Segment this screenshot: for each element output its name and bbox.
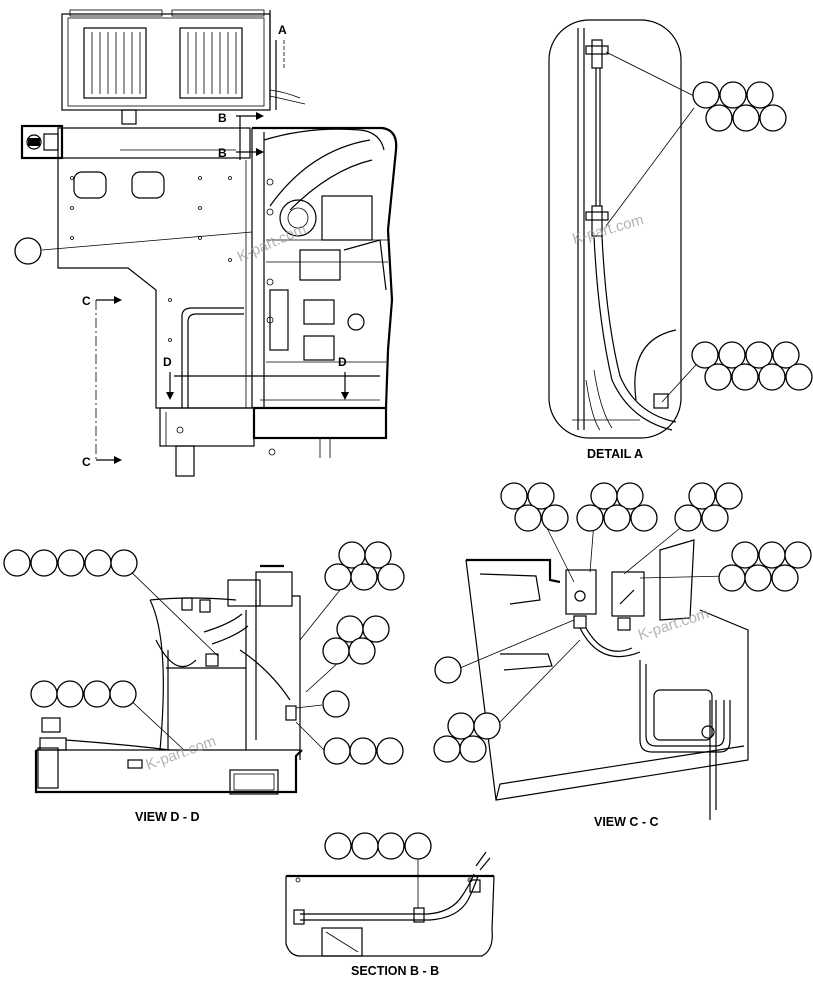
front-frame (20, 124, 253, 409)
section-marker-d: D D (163, 355, 349, 400)
callout-cluster-dd-bottom-right (323, 737, 404, 765)
section-bb-caption: SECTION B - B (351, 964, 439, 978)
callout-cluster-cc-b (576, 482, 658, 532)
callout-cluster-bb (324, 832, 432, 860)
watermark-view-cc: K-part.com (636, 605, 711, 644)
watermark-view-dd: K-part.com (144, 733, 219, 774)
radiator-grille (61, 9, 306, 125)
callout-single-cc (434, 656, 462, 684)
marker-b2-label: B (218, 146, 227, 160)
marker-d1-label: D (163, 355, 172, 369)
callout-main (14, 231, 253, 265)
detail-a-caption: DETAIL A (587, 447, 643, 461)
view-dd: K-part.com VIEW D - D (3, 541, 405, 824)
section-marker-a: A (278, 23, 287, 70)
callout-cluster-detail-a-top (692, 81, 787, 132)
section-bb: SECTION B - B (285, 832, 495, 978)
detail-a-view: K-part.com DETAIL A (548, 19, 813, 461)
callout-cluster-cc-e (433, 712, 501, 763)
section-marker-b: B B (218, 111, 264, 160)
callout-cluster-cc-d (718, 541, 812, 592)
main-view: A B B (14, 9, 398, 477)
view-cc: K-part.com VIEW C - C (433, 482, 812, 829)
view-dd-caption: VIEW D - D (135, 810, 200, 824)
callout-cluster-detail-a-bottom (691, 341, 813, 391)
callout-cluster-dd-top-right (324, 541, 405, 591)
engine-compartment (252, 126, 398, 409)
view-cc-caption: VIEW C - C (594, 815, 659, 829)
handrail (174, 307, 380, 408)
callout-cluster-dd-top-left (3, 549, 138, 577)
marker-b1-label: B (218, 111, 227, 125)
marker-c2-label: C (82, 455, 91, 469)
callout-cluster-cc-c (674, 482, 743, 532)
marker-d2-label: D (338, 355, 347, 369)
callout-cluster-dd-mid-right (322, 615, 390, 665)
callout-cluster-dd-left (30, 680, 137, 708)
callout-cluster-cc-a (500, 482, 569, 532)
section-marker-c: C C (82, 294, 122, 469)
marker-a-label: A (278, 23, 287, 37)
callout-single-dd (322, 690, 350, 718)
platform (159, 399, 388, 477)
marker-c1-label: C (82, 294, 91, 308)
